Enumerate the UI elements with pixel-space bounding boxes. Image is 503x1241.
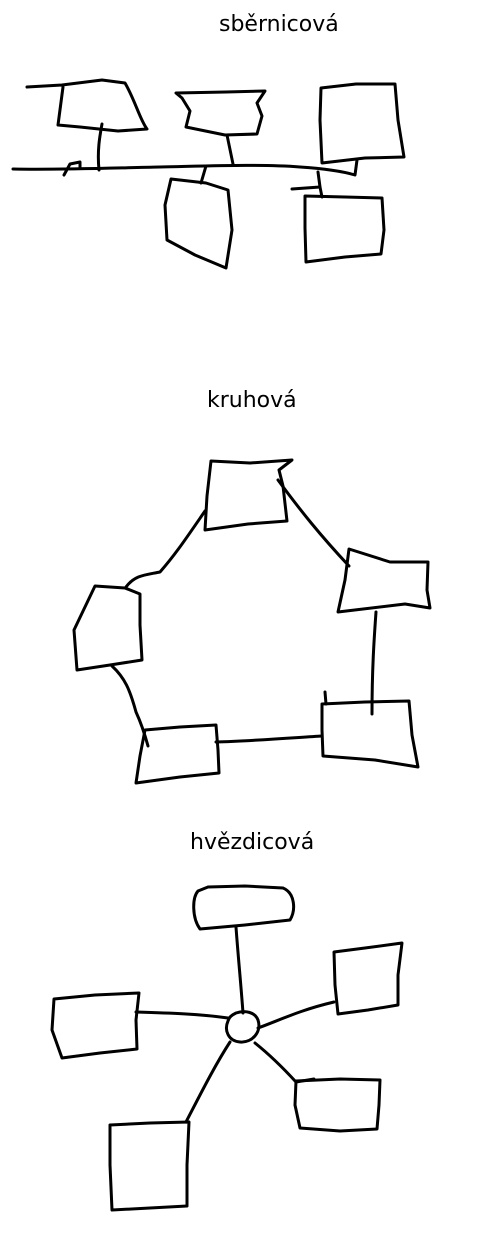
bus-node-4 [163, 177, 234, 270]
star-link-right-bottom [253, 1041, 316, 1084]
bus-backbone-line [11, 158, 359, 177]
bus-terminator [62, 160, 82, 177]
star-node-left [50, 991, 141, 1060]
ring-topology-diagram [72, 458, 432, 785]
ring-stub [323, 690, 328, 706]
star-link-top [234, 925, 245, 1015]
ring-link-right-bottomright [370, 610, 378, 716]
ring-link-left-top [124, 509, 207, 589]
star-topology-title: hvězdicová [190, 830, 315, 855]
bus-topology-diagram [11, 78, 406, 270]
bus-node-3 [318, 82, 406, 165]
star-hub [225, 1010, 261, 1044]
star-link-bottom-left [184, 1040, 232, 1124]
star-topology-diagram [50, 884, 404, 1212]
bus-node-1 [25, 78, 149, 133]
star-link-right-top [256, 1000, 336, 1030]
bus-link-1 [96, 122, 104, 172]
ring-link-top-right [276, 478, 351, 568]
ring-topology-title: kruhová [207, 388, 297, 413]
bus-topology-title: sběrnicová [219, 12, 339, 37]
ring-node-bottom-left [134, 723, 221, 785]
bus-node-5 [303, 194, 386, 264]
ring-link-bottomright-bottomleft [214, 734, 324, 744]
ring-node-left [72, 584, 144, 672]
star-node-right-top [332, 941, 404, 1016]
ring-node-right [336, 547, 432, 614]
bus-link-5b [316, 170, 322, 189]
star-link-left [134, 1010, 230, 1020]
bus-node-2 [174, 89, 267, 137]
bus-link-4 [199, 164, 208, 185]
star-node-top [192, 884, 296, 931]
bus-link-2 [225, 133, 235, 166]
star-node-bottom-left [108, 1120, 191, 1212]
ring-node-top [203, 458, 294, 532]
ring-link-bottomleft-left [110, 664, 150, 748]
ring-node-bottom-right [320, 699, 420, 769]
star-node-right-bottom [293, 1077, 382, 1133]
